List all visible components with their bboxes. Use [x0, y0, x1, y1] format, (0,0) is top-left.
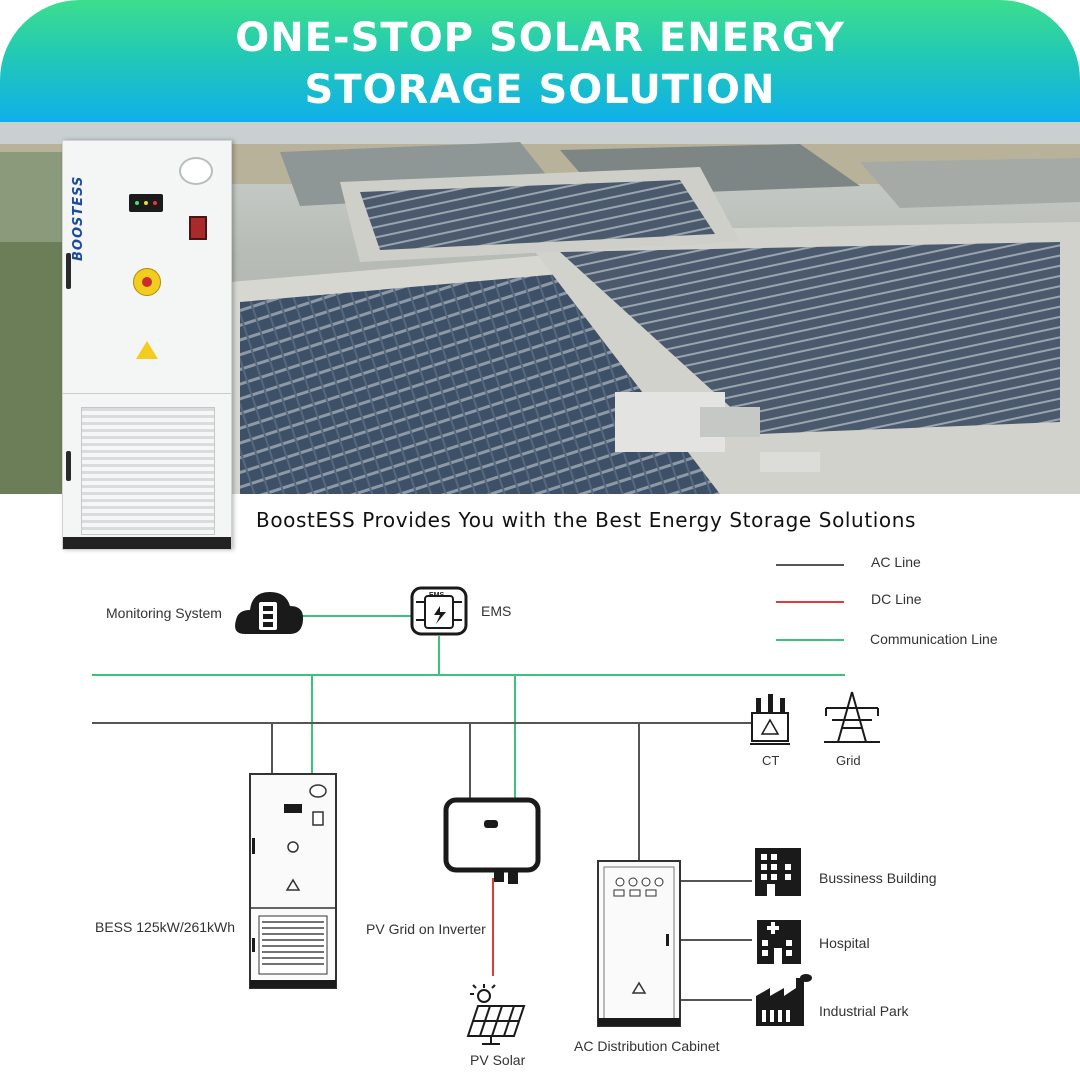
ct-label: CT	[762, 753, 780, 768]
power-tower-icon	[824, 691, 880, 743]
door-handle	[66, 451, 71, 481]
ems-icon	[410, 586, 468, 636]
door-handle	[66, 253, 71, 289]
transformer-icon	[750, 694, 790, 745]
bess-label: BESS 125kW/261kWh	[95, 919, 236, 935]
inverter-label: PV Grid on Inverter	[366, 921, 486, 937]
cabinet-vent	[81, 407, 215, 535]
power-switch	[189, 216, 207, 240]
monitoring-system-label: Monitoring System	[106, 605, 222, 621]
title-line-1: ONE-STOP SOLAR ENERGY	[235, 15, 845, 61]
rooftop-solar-photo	[0, 122, 1080, 494]
industrial-park-label: Industrial Park	[819, 1003, 909, 1019]
cabinet-base	[63, 537, 231, 549]
bess-cabinet-photo: BOOSTESS	[62, 140, 232, 550]
inverter-icon	[443, 797, 541, 884]
legend-ac-label: AC Line	[871, 554, 921, 570]
header-banner: ONE-STOP SOLAR ENERGY STORAGE SOLUTION	[0, 0, 1080, 122]
tagline: BoostESS Provides You with the Best Ener…	[256, 508, 917, 532]
rooftop-solar-illustration	[0, 122, 1080, 494]
ac-cabinet-label: AC Distribution Cabinet	[574, 1038, 720, 1054]
ems-icon-text: EMS	[429, 592, 445, 599]
business-building-label: Bussiness Building	[819, 870, 937, 886]
emergency-stop-button	[133, 268, 161, 296]
indicator-light	[179, 157, 213, 185]
legend-dc-swatch	[776, 601, 844, 603]
legend-ac-swatch	[776, 564, 844, 566]
legend-dc-label: DC Line	[871, 591, 922, 607]
ac-cabinet-icon	[597, 860, 681, 1027]
factory-icon	[756, 974, 812, 1026]
hospital-label: Hospital	[819, 935, 870, 951]
grid-label: Grid	[836, 753, 861, 768]
cabinet-brand-logo: BOOSTESS	[71, 175, 86, 261]
cabinet-divider	[63, 393, 231, 394]
pv-solar-label: PV Solar	[470, 1052, 526, 1068]
ems-label: EMS	[481, 603, 512, 619]
solar-panel-icon	[466, 984, 526, 1045]
hospital-icon	[757, 920, 801, 964]
cloud-icon	[235, 592, 304, 634]
diagram-lines	[92, 586, 880, 1045]
status-panel	[129, 194, 163, 212]
business-building-icon	[755, 848, 801, 896]
legend-comm-label: Communication Line	[870, 631, 998, 647]
page-title: ONE-STOP SOLAR ENERGY STORAGE SOLUTION	[0, 12, 1080, 116]
legend-comm-swatch	[776, 639, 844, 641]
system-diagram: EMS AC Line DC Line Communication Line M…	[0, 548, 1080, 1080]
warning-icon	[136, 341, 158, 359]
bess-cabinet-icon	[249, 773, 337, 989]
title-line-2: STORAGE SOLUTION	[304, 67, 776, 113]
